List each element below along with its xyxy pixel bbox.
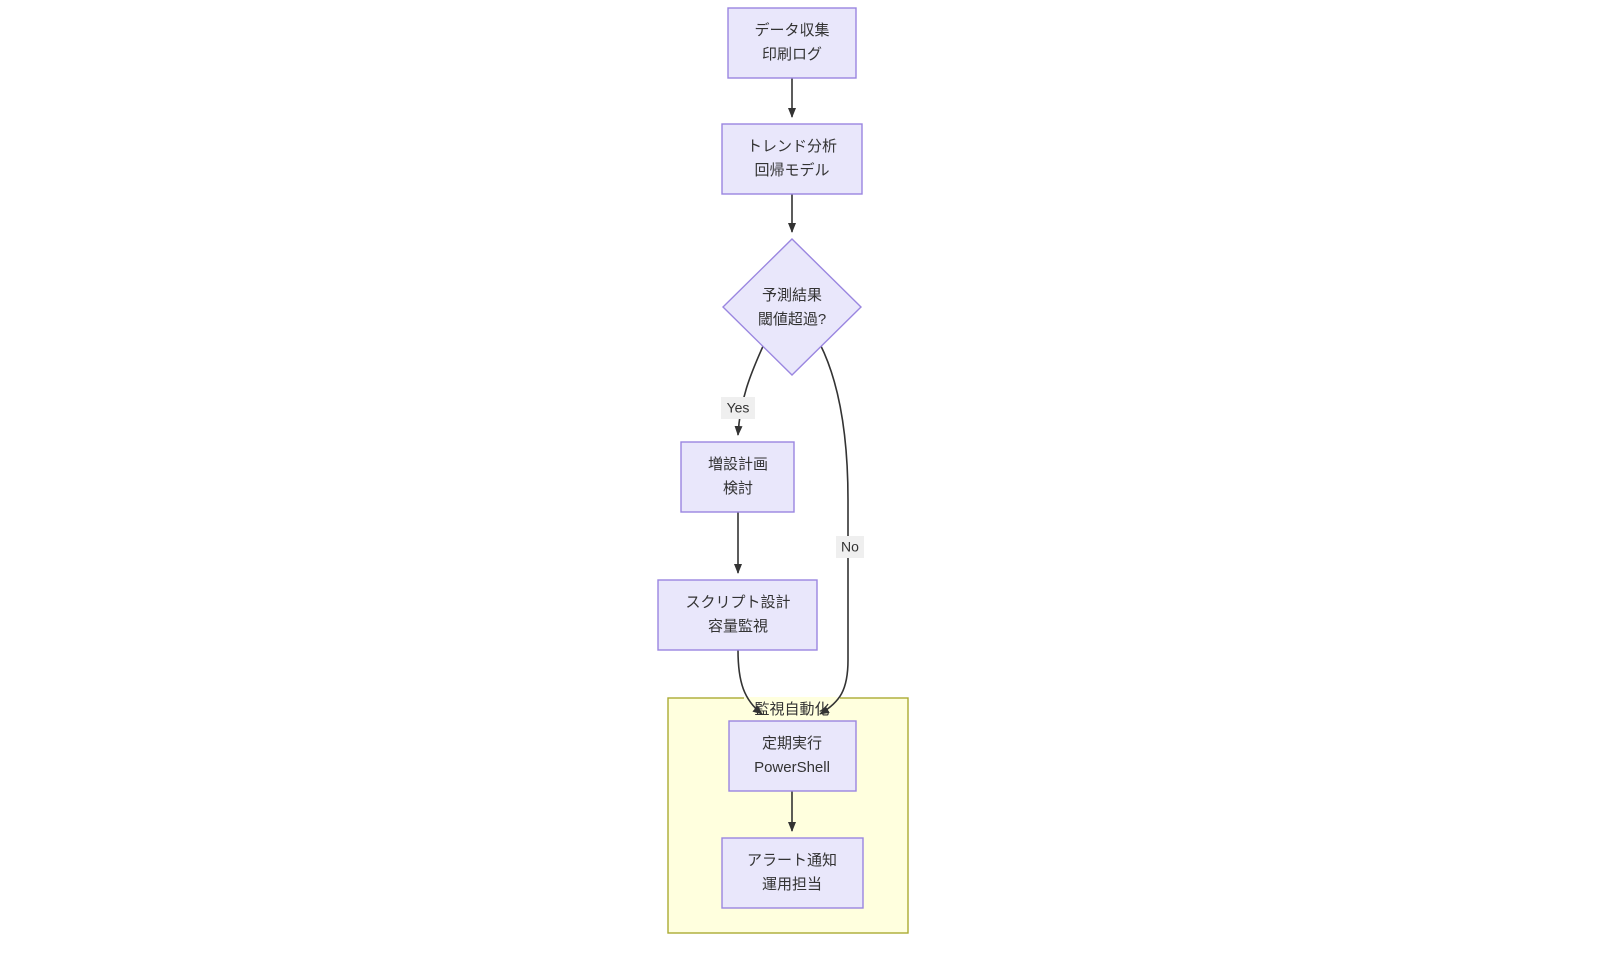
node-alert-box[interactable] (721, 837, 864, 909)
node-collect[interactable]: データ収集 印刷ログ (727, 7, 857, 79)
node-schedule-line2: PowerShell (754, 759, 830, 776)
node-alert-line2: 運用担当 (762, 876, 822, 893)
node-collect-box[interactable] (727, 7, 857, 79)
node-expand-line1: 増設計画 (708, 456, 768, 473)
cluster-automation-label: 監視自動化 (754, 701, 829, 718)
node-script-box[interactable] (657, 579, 818, 651)
node-trend-line2: 回帰モデル (754, 161, 829, 179)
edge-layer (734, 78, 849, 832)
node-script-line2: 容量監視 (708, 618, 768, 635)
edge-label-no: No (841, 539, 859, 555)
edge-label-no-bg (836, 536, 864, 558)
edge-label-yes: Yes (727, 400, 750, 416)
edge-label-yes-bg (721, 397, 755, 419)
cluster-automation-label-bg (744, 697, 840, 719)
node-collect-line1: データ収集 (754, 21, 829, 39)
node-script-line1: スクリプト設計 (685, 594, 790, 611)
node-schedule[interactable]: 定期実行 PowerShell (728, 720, 857, 792)
edge-decision-expand (734, 343, 765, 436)
node-collect-line2: 印刷ログ (762, 46, 822, 63)
node-expand-line2: 検討 (723, 480, 753, 497)
node-alert-line1: アラート通知 (747, 852, 837, 869)
node-expand[interactable]: 増設計画 検討 (680, 441, 795, 513)
node-trend[interactable]: トレンド分析 回帰モデル (721, 123, 863, 195)
node-expand-box[interactable] (680, 441, 795, 513)
node-decision-diamond[interactable] (722, 238, 862, 376)
node-decision-line2: 閾値超過? (758, 311, 826, 328)
node-trend-line1: トレンド分析 (747, 138, 837, 155)
edge-script-schedule (737, 649, 763, 715)
edge-label-layer: Yes No (721, 397, 864, 558)
node-script[interactable]: スクリプト設計 容量監視 (657, 579, 818, 651)
node-decision[interactable]: 予測結果 閾値超過? (722, 238, 862, 376)
node-schedule-box[interactable] (728, 720, 857, 792)
edge-decision-schedule (819, 343, 849, 715)
node-schedule-line1: 定期実行 (762, 735, 822, 752)
node-trend-box[interactable] (721, 123, 863, 195)
node-alert[interactable]: アラート通知 運用担当 (721, 837, 864, 909)
node-decision-line1: 予測結果 (762, 287, 822, 304)
